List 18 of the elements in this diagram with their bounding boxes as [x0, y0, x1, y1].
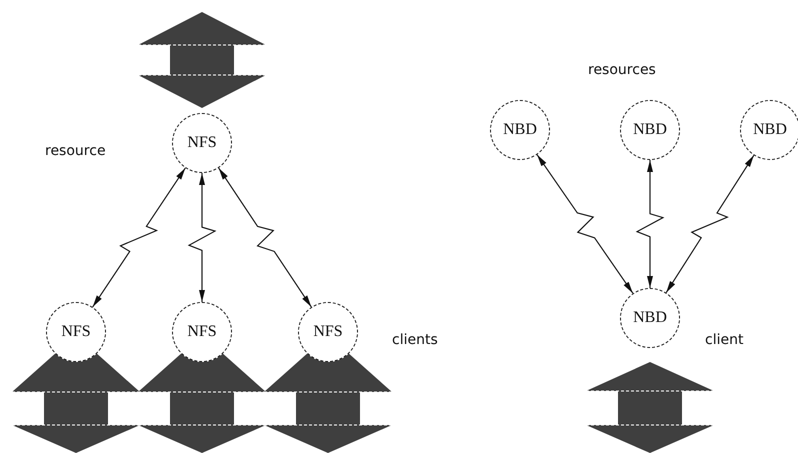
node-label: NBD — [633, 309, 667, 327]
zigzag-link-arrow — [536, 154, 634, 294]
zigzag-link-arrow — [218, 168, 312, 308]
node-label: NFS — [187, 323, 217, 341]
node-label: NBD — [503, 121, 537, 139]
group-label: resources — [588, 62, 656, 78]
zigzag-link-arrow — [666, 155, 754, 293]
node-label: NFS — [187, 134, 217, 152]
node-label: NBD — [753, 121, 787, 139]
group-label: resource — [45, 143, 106, 159]
node-label: NFS — [61, 323, 91, 341]
group-label: clients — [392, 332, 438, 348]
group-label: client — [705, 332, 744, 348]
zigzag-link-arrow — [188, 173, 216, 302]
node-label: NFS — [313, 323, 343, 341]
node-label: NBD — [633, 121, 667, 139]
zigzag-link-arrow — [636, 160, 664, 288]
zigzag-link-arrow — [92, 168, 186, 308]
